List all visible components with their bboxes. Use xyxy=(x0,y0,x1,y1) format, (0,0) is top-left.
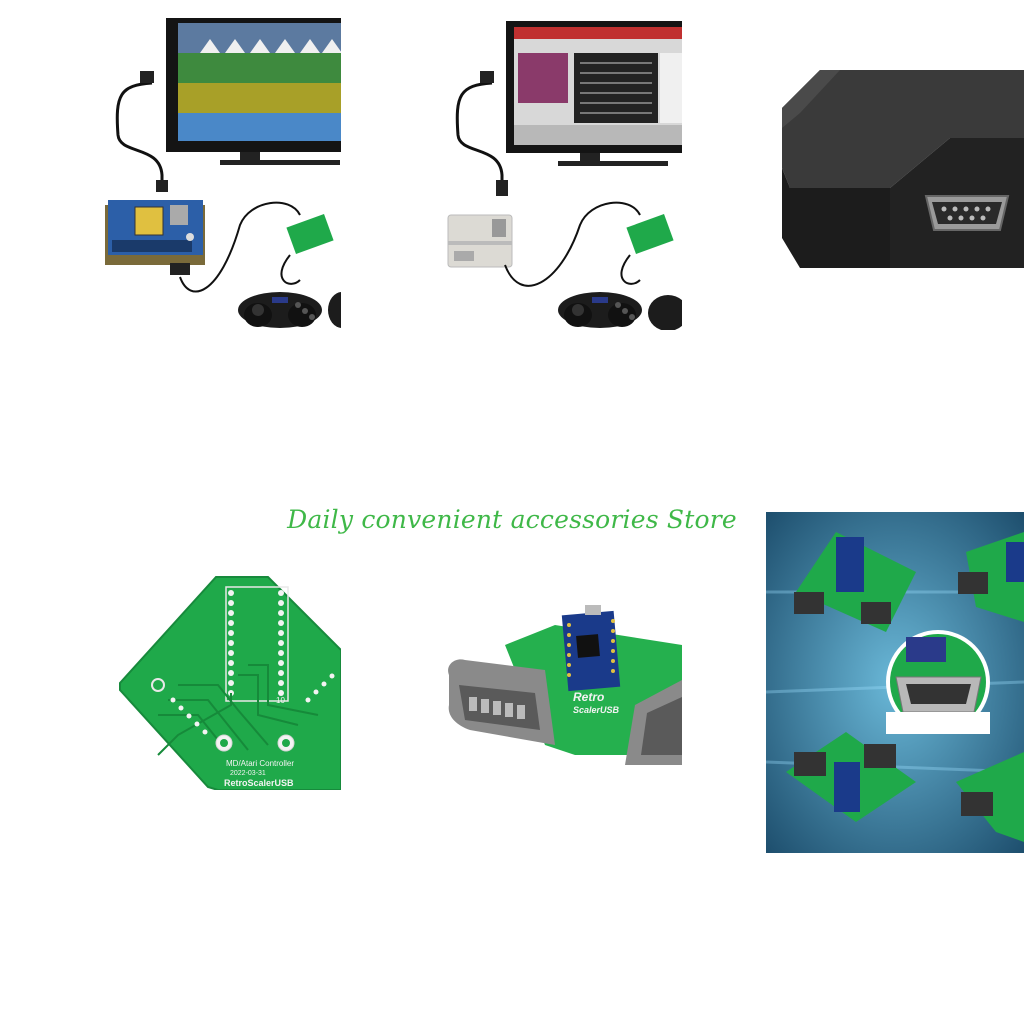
mini-console-icon xyxy=(447,214,513,268)
tile-bare-pcb[interactable]: 10 MD/Atari Controller 2022-03-31 RetroS… xyxy=(118,575,341,790)
db9-port-icon xyxy=(924,195,1010,231)
hdmi-cable-icon xyxy=(115,71,168,192)
tv-icon xyxy=(166,18,341,165)
store-name-banner: Daily convenient accessories Store xyxy=(287,505,737,534)
pcb-pin-label: 10 xyxy=(276,696,285,705)
pcb-silk-line1: MD/Atari Controller xyxy=(226,759,294,768)
tile-snes-pcb[interactable]: Retro ScalerUSB xyxy=(445,605,682,765)
tile-mini-console-setup[interactable] xyxy=(440,15,682,330)
hdmi-cable-icon xyxy=(455,71,508,196)
circuit-board-icon xyxy=(119,576,341,790)
circuit-board-icon xyxy=(956,752,1024,842)
pcb-silk-line3: RetroScalerUSB xyxy=(224,778,294,788)
tile-retro-board-setup[interactable] xyxy=(100,15,341,330)
sega-controller-icon xyxy=(238,292,341,328)
circuit-board-icon xyxy=(794,532,916,632)
circuit-board-icon xyxy=(958,532,1024,622)
sega-controller-icon xyxy=(558,292,682,330)
retro-board-icon xyxy=(105,200,205,275)
tile-adapter-case[interactable] xyxy=(780,68,1024,273)
snes-connector-icon xyxy=(448,659,555,745)
adapter-pcb-icon xyxy=(280,214,334,285)
tile-collage[interactable] xyxy=(766,512,1024,853)
adapter-pcb-icon xyxy=(620,214,674,285)
db9-port-icon xyxy=(886,630,990,734)
snes-connector-icon xyxy=(625,680,682,765)
pcb-brand-retro: Retro xyxy=(573,690,604,704)
pcb-brand-scaler: ScalerUSB xyxy=(573,705,620,715)
circuit-board-icon xyxy=(786,732,916,822)
adapter-case-icon xyxy=(782,70,1024,268)
tv-icon xyxy=(506,21,682,166)
pcb-silk-line2: 2022-03-31 xyxy=(230,770,266,777)
